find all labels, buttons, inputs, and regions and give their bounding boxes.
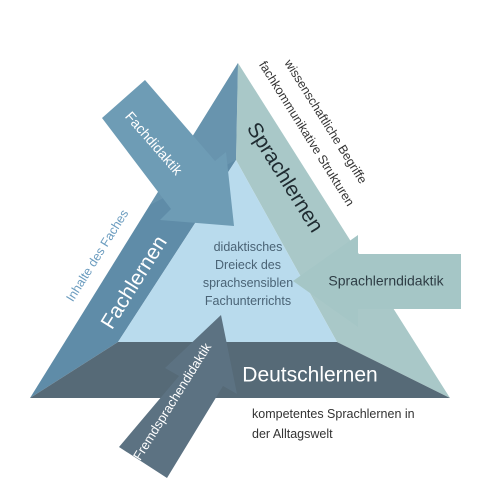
sprachlerndidaktik-label: Sprachlerndidaktik [328,273,444,289]
center-line-1: didaktisches [214,240,283,254]
center-line-3: sprachsensiblen [203,276,293,290]
sprachlerndidaktik-arrow [293,235,461,327]
bottom-face [30,342,450,398]
center-line-2: Dreieck des [215,258,281,272]
alltagswelt-label: der Alltagswelt [252,427,333,441]
right-face [236,63,450,398]
fremdsprachendidaktik-arrow [119,315,237,478]
center-triangle [118,160,337,342]
fachdidaktik-arrow [102,80,234,226]
center-line-4: Fachunterrichts [205,294,291,308]
deutschlernen-label: Deutschlernen [242,364,377,387]
kompetentes-sprachlernen-label: kompetentes Sprachlernen in [252,407,415,421]
